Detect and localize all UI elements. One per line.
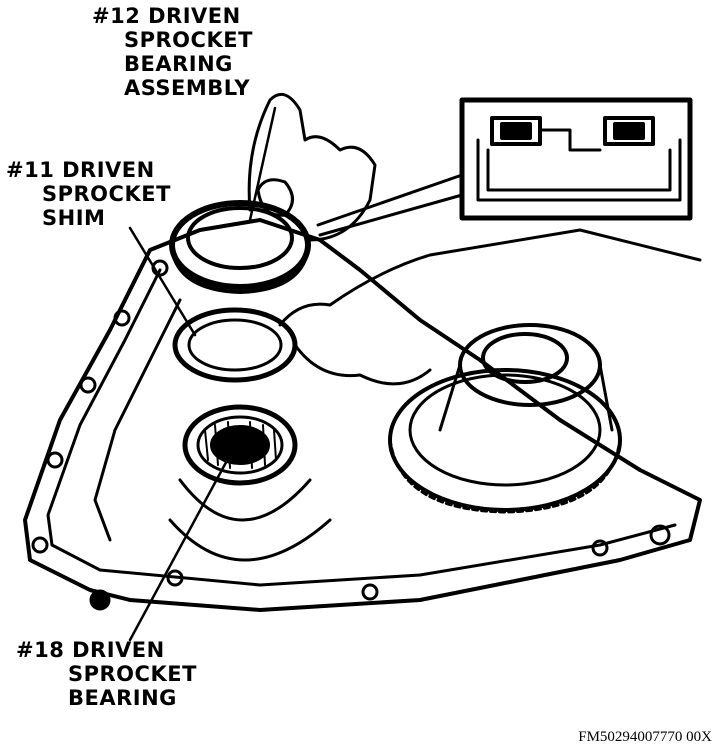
leader-18 bbox=[128, 453, 232, 642]
callout-shim: #11 DRIVEN SPROCKET SHIM bbox=[6, 158, 171, 230]
leader-11 bbox=[128, 226, 197, 337]
driven-sprocket-bearing bbox=[168, 404, 332, 562]
callout-line: SPROCKET bbox=[68, 662, 197, 686]
callout-bearing: #18 DRIVEN SPROCKET BEARING bbox=[16, 638, 197, 710]
callout-line: BEARING bbox=[124, 52, 233, 76]
callout-line: SPROCKET bbox=[124, 28, 253, 52]
callout-line: #12 DRIVEN bbox=[92, 4, 241, 28]
callout-line: SPROCKET bbox=[42, 182, 171, 206]
case-outline bbox=[23, 218, 702, 612]
callout-line: SHIM bbox=[42, 206, 106, 230]
callout-line: BEARING bbox=[68, 686, 177, 710]
bolt-holes bbox=[31, 259, 671, 611]
driven-sprocket-shim bbox=[172, 307, 298, 383]
leader-12 bbox=[248, 106, 277, 222]
figure-code: FM50294007770 00X bbox=[578, 729, 712, 745]
callout-line: ASSEMBLY bbox=[124, 76, 251, 100]
callout-bearing-assembly: #12 DRIVEN SPROCKET BEARING ASSEMBLY bbox=[92, 4, 253, 100]
seal-detail-inset bbox=[316, 97, 693, 237]
driven-sprocket-bearing-assembly bbox=[169, 200, 311, 294]
case-flange bbox=[46, 268, 677, 587]
callout-line: #18 DRIVEN bbox=[16, 638, 165, 662]
callout-line: #11 DRIVEN bbox=[6, 158, 155, 182]
upper-hand bbox=[247, 92, 377, 242]
transfer-gear-assembly bbox=[388, 323, 622, 514]
lower-hand bbox=[278, 228, 702, 386]
case-inner-rib bbox=[93, 298, 182, 542]
